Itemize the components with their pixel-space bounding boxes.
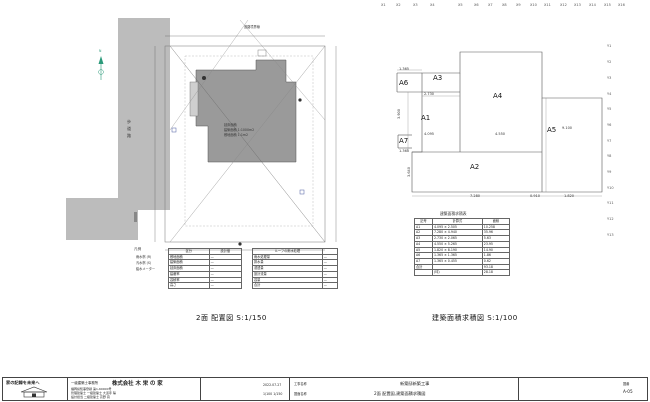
building-note-2: 建築面積 1:1000m2 (224, 128, 255, 132)
north-label: N (99, 49, 102, 53)
table-row: 区分設計値 (168, 248, 243, 255)
table-row: ルーフの雨水処理 (252, 248, 339, 255)
logo-panel: 家の記録を未来へ (3, 378, 68, 400)
building-note-1: 延床面積 (224, 123, 237, 127)
zone-label: A1 (421, 114, 431, 122)
area-outline (411, 51, 603, 193)
sheet-label: 図番 (623, 382, 630, 386)
dim-label: 2.730 (424, 92, 435, 96)
dim-label: 1.365 (399, 149, 410, 153)
building-footprint (195, 59, 297, 163)
top-road-label: 道路境界線 (244, 25, 260, 29)
project-panel: 工事名称 新築邸新築工事 図面名称 2面 配置図,建築面積求積図 (290, 378, 519, 400)
table-row: (坪)28.18 (414, 269, 511, 277)
legend-item: 汚水桝 (S) (136, 261, 152, 265)
company-line: 管理建築士 一級建築士 大道寺 陽 (71, 391, 116, 395)
zone-label: A5 (547, 126, 557, 134)
south-road-strip (66, 198, 118, 240)
date-panel: 2022.07.27 1/100 1/150 (201, 378, 290, 400)
project-name: 新築邸新築工事 (400, 381, 430, 386)
legend-item: 給水メーター (136, 267, 156, 271)
title-block: 家の記録を未来へ 一級建築士事務所 株式会社 木 栄 の 家 福岡県知事登録 第… (2, 377, 648, 401)
dim-label: 4.550 (495, 132, 506, 136)
dim-label: 7.280 (470, 194, 481, 198)
dim-label: 0.910 (530, 194, 541, 198)
dim-label: 4.095 (424, 132, 435, 136)
house-logo-icon (20, 386, 48, 398)
setback-line (169, 45, 326, 243)
zone-label: A7 (399, 137, 409, 145)
dim-label: 9.100 (562, 126, 573, 130)
zone-label: A2 (470, 163, 480, 171)
area-plan-title: 建築面積求積図 S:1/100 (432, 314, 518, 322)
area-plan-drawing (396, 51, 603, 197)
drawing-label: 図面名称 (294, 392, 307, 396)
zone-label: A3 (433, 74, 443, 82)
zone-label: A6 (399, 79, 409, 87)
company-name: 株式会社 木 栄 の 家 (112, 381, 163, 387)
dim-label: 3.640 (407, 166, 412, 178)
dim-label: 1.820 (564, 194, 575, 198)
project-label: 工事名称 (294, 382, 307, 386)
drawing-name: 2面 配置図,建築面積求積図 (374, 391, 426, 396)
table-row: 記号計算式面積 (414, 218, 511, 225)
sheet-panel: 図番 A-05 (519, 378, 647, 400)
company-line: 設計担当 二級建築士 高野 真 (71, 395, 110, 399)
building-projection (189, 81, 199, 117)
area-table-caption: 建築面積求積表 (440, 211, 467, 216)
building-note-3: 敷地面積 1:1m2 (224, 133, 249, 137)
west-road-label-1: 歩 (127, 119, 131, 124)
company-panel: 一級建築士事務所 株式会社 木 栄 の 家 福岡県知事登録 第1-60000号 … (68, 378, 201, 400)
site-plan-title: 2面 配置図 S:1/150 (196, 314, 267, 322)
dim-label: 1.365 (399, 67, 410, 71)
logo-text: 家の記録を未来へ (6, 380, 40, 385)
legend-item: 雨水桝 (R) (136, 255, 152, 259)
zone-label: A4 (493, 92, 503, 100)
company-line: 福岡県知事登録 第1-60000号 (71, 387, 112, 391)
company-cert: 一級建築士事務所 (71, 381, 99, 385)
site-plan-drawing (66, 18, 337, 251)
west-road-label-2: 道 (127, 126, 131, 131)
drawing-date: 2022.07.27 (263, 383, 282, 387)
west-road-label-3: 路 (127, 133, 131, 138)
sheet-no: A-05 (623, 389, 633, 394)
plot-inner-boundary (184, 55, 314, 227)
plot-boundary (164, 45, 326, 243)
north-arrow-icon (98, 56, 104, 80)
site-table-b: ルーフの雨水処理 雨水処理量— 排水量— 浸透量— 設計流量— 容量— 合計— (252, 248, 339, 289)
legend-heading: 凡例 (134, 247, 142, 251)
site-table-a: 区分設計値 敷地面積— 建築面積— 延床面積— 建蔽率— 容積率— 高さ— (168, 248, 243, 289)
setback-line (239, 19, 326, 121)
setback-line (169, 19, 249, 131)
west-road-strip (118, 18, 170, 240)
table-row: 高さ— (168, 282, 243, 289)
table-row: 合計— (252, 282, 339, 289)
drawing-scale: 1/100 1/150 (263, 392, 283, 396)
dim-label: 3.900 (397, 108, 402, 120)
